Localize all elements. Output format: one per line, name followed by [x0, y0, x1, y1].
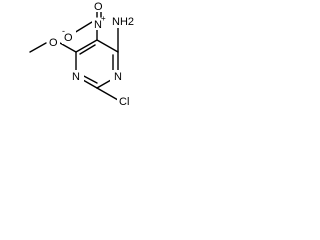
- molecule-structure: NH2 O N + O - O N N Cl: [29, 0, 134, 108]
- nitro-minus-charge: -: [62, 26, 65, 36]
- ring-nitrogen-top-label: N: [114, 71, 122, 83]
- nitro-oxygen-double-label: O: [94, 1, 103, 13]
- bond-c2-cl: [96, 87, 119, 101]
- chloro-label: Cl: [119, 96, 129, 108]
- amino-label: NH2: [112, 16, 134, 28]
- bond-c5-c6-double: [79, 44, 96, 55]
- nitro-nitrogen-label: N: [94, 19, 102, 31]
- bond-c5-c6: [75, 39, 98, 53]
- bond-c4-c5: [96, 39, 119, 53]
- nitro-plus-charge: +: [101, 14, 106, 23]
- ring-nitrogen-bottom-label: N: [72, 71, 80, 83]
- bond-o-ch3: [29, 42, 47, 53]
- methoxy-oxygen-label: O: [49, 37, 58, 49]
- nitro-oxygen-single-label: O: [64, 32, 73, 44]
- bond-nitro-o-single: [73, 21, 93, 34]
- bond-c6-o-methoxy: [59, 42, 77, 53]
